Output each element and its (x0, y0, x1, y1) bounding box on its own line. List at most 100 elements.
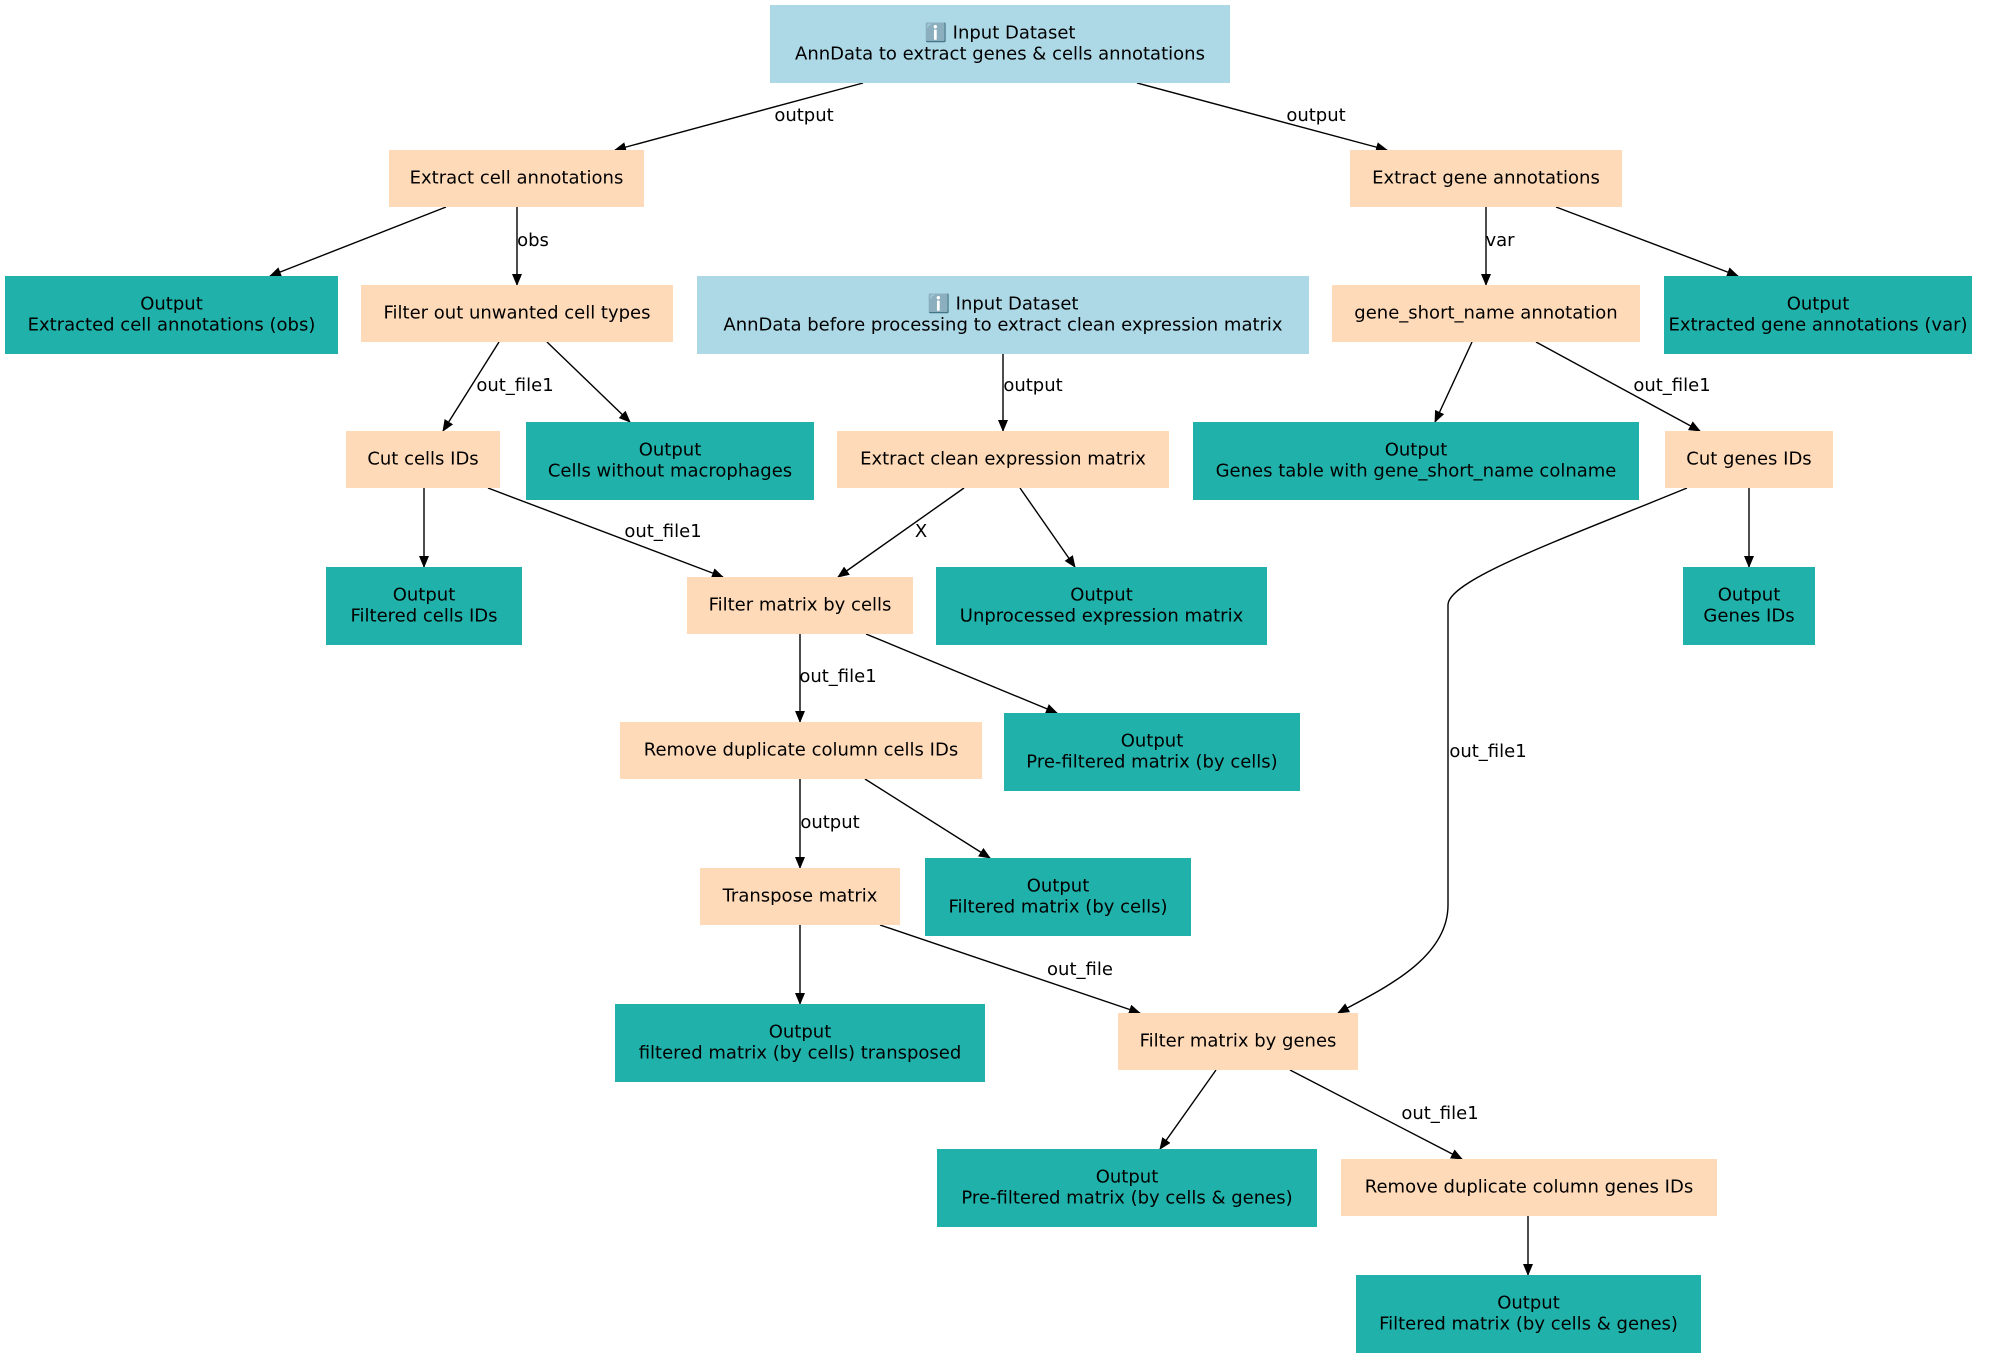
node-title: gene_short_name annotation (1354, 303, 1617, 324)
edge-label: out_file1 (1449, 741, 1526, 762)
edge-label: out_file1 (1401, 1103, 1478, 1124)
node-title: Output (1718, 585, 1781, 606)
tool-step-node[interactable]: Filter matrix by genes (1118, 1013, 1358, 1070)
node-title: Cut cells IDs (367, 449, 478, 470)
edge-n7-o6 (1019, 487, 1076, 568)
edge-n12-n13: out_file1 (1289, 1069, 1479, 1160)
edge-n9-o8 (865, 633, 1058, 714)
edge-n5-n8: out_file1 (1535, 341, 1711, 432)
node-box (837, 431, 1169, 488)
node-title: Filter matrix by cells (709, 595, 892, 616)
edge-arrow (864, 778, 991, 859)
tool-step-node[interactable]: Extract clean expression matrix (837, 431, 1169, 488)
edge-label: out_file1 (476, 375, 553, 396)
node-box (620, 722, 982, 779)
node-box (1341, 1159, 1717, 1216)
node-box (697, 276, 1309, 354)
tool-step-node[interactable]: Filter matrix by cells (687, 577, 913, 634)
edge-label: out_file1 (624, 521, 701, 542)
tool-step-node[interactable]: Transpose matrix (700, 868, 900, 925)
node-subtitle: Filtered matrix (by cells) (949, 897, 1168, 918)
node-box (1118, 1013, 1358, 1070)
node-box (700, 868, 900, 925)
edge-label: var (1485, 230, 1515, 251)
tool-step-node[interactable]: Remove duplicate column cells IDs (620, 722, 982, 779)
node-title: ℹ️ Input Dataset (925, 22, 1076, 44)
node-box (937, 1149, 1317, 1227)
tool-step-node[interactable]: Extract cell annotations (389, 150, 644, 207)
edge-arrow (487, 487, 724, 578)
edge-label: obs (517, 230, 549, 251)
edge-label: out_file1 (799, 666, 876, 687)
tool-step-node[interactable]: Extract gene annotations (1350, 150, 1622, 207)
node-box (770, 5, 1230, 83)
node-subtitle: Filtered cells IDs (350, 606, 497, 627)
node-box (615, 1004, 985, 1082)
node-box (1004, 713, 1300, 791)
tool-step-node[interactable]: Filter out unwanted cell types (361, 285, 673, 342)
node-title: Cut genes IDs (1686, 449, 1811, 470)
edge-label: output (774, 105, 833, 126)
node-box (1356, 1275, 1701, 1353)
edge-n10-o9 (864, 778, 991, 859)
node-title: Output (140, 294, 203, 315)
node-subtitle: Filtered matrix (by cells & genes) (1379, 1314, 1678, 1335)
node-title: Extract clean expression matrix (860, 449, 1146, 470)
node-title: Transpose matrix (722, 886, 878, 907)
node-subtitle: AnnData before processing to extract cle… (723, 315, 1283, 336)
node-title: Filter matrix by genes (1140, 1031, 1337, 1052)
node-subtitle: Unprocessed expression matrix (960, 606, 1244, 627)
node-title: Output (1497, 1293, 1560, 1314)
node-box (936, 567, 1267, 645)
node-box (326, 567, 522, 645)
node-title: ℹ️ Input Dataset (928, 293, 1079, 315)
edge-arrow (879, 924, 1141, 1015)
edge-label: output (800, 812, 859, 833)
node-box (1350, 150, 1622, 207)
edge-arrow (546, 341, 631, 423)
node-box (346, 431, 500, 488)
edge-n1-o1 (269, 206, 447, 277)
edge-arrow (1337, 487, 1688, 1014)
tool-step-node[interactable]: Cut cells IDs (346, 431, 500, 488)
node-box (1665, 431, 1833, 488)
node-box (1683, 567, 1815, 645)
edge-n0-n1: output (614, 82, 864, 152)
edge-arrow (1289, 1069, 1463, 1160)
tool-step-node[interactable]: Cut genes IDs (1665, 431, 1833, 488)
edge-n10-n11: output (795, 779, 860, 869)
edge-label: out_file1 (1633, 375, 1710, 396)
edge-n7-n9: X (837, 487, 965, 578)
node-title: Extract gene annotations (1372, 168, 1600, 189)
node-title: Output (1096, 1167, 1159, 1188)
edge-arrow (865, 633, 1058, 714)
edge-n5-o4 (1434, 341, 1473, 423)
node-title: Output (1787, 294, 1850, 315)
tool-step-node[interactable]: Remove duplicate column genes IDs (1341, 1159, 1717, 1216)
node-title: Output (1027, 876, 1090, 897)
node-box (5, 276, 338, 354)
node-title: Output (1121, 731, 1184, 752)
node-title: Output (639, 440, 702, 461)
edge-label: output (1286, 105, 1345, 126)
node-title: Output (769, 1022, 832, 1043)
edge-n4-n7: output (998, 354, 1063, 432)
tool-step-node[interactable]: gene_short_name annotation (1332, 285, 1640, 342)
